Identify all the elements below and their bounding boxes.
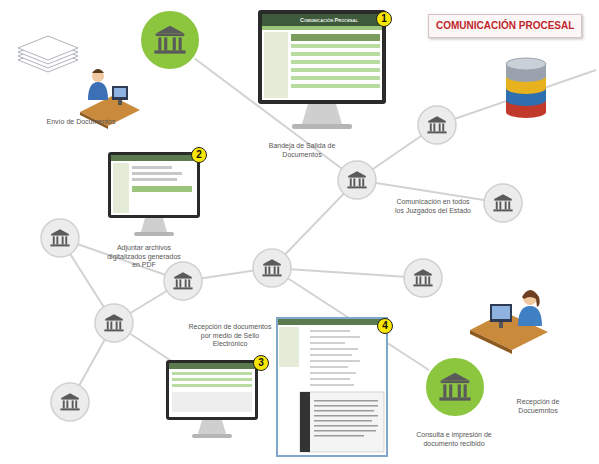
diagram-title: COMUNICACIÓN PROCESAL	[436, 20, 574, 32]
callout-number: 4	[377, 318, 393, 334]
caption: Bandeja de Salida de Documentos	[262, 142, 342, 159]
caption: Adjuntar archivos digitalizados generado…	[104, 244, 184, 270]
callout-number: 2	[191, 147, 207, 163]
title-box: COMUNICACIÓN PROCESAL	[428, 14, 582, 38]
caption: Recepción de documentos por medio de Sel…	[184, 323, 276, 349]
caption: Recepción de Docuemntos	[508, 398, 568, 415]
callout-number: 3	[253, 355, 269, 371]
caption: Comunicación en todos los Juzgados del E…	[392, 198, 474, 215]
caption: Envío de Documentos	[44, 118, 118, 127]
screen-header: Comunicación Procesal	[300, 17, 380, 24]
callout-number: 1	[376, 11, 392, 27]
caption: Consulta e impresión de documento recibi…	[410, 431, 498, 448]
